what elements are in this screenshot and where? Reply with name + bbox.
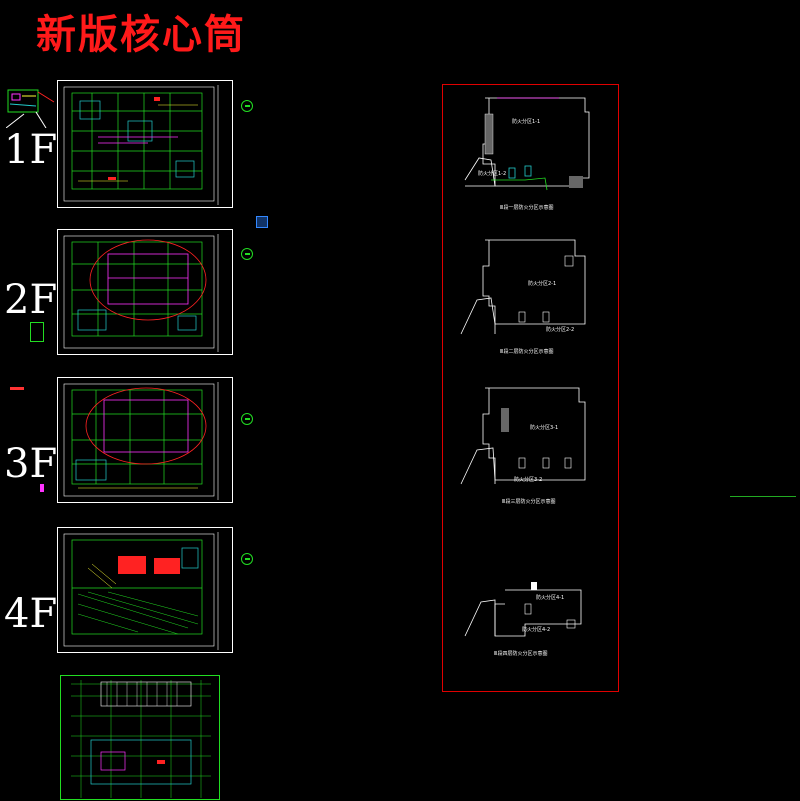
floor-label-1f: 1F <box>4 127 58 173</box>
floor-label-4f: 4F <box>4 591 58 637</box>
page-title: 新版核心筒 <box>36 11 246 58</box>
floor-plan-drawing-1f <box>63 85 219 205</box>
floor-plan-drawing-4f <box>63 532 219 650</box>
small-legend-2f <box>30 322 44 342</box>
site-plan-drawing <box>71 680 211 798</box>
fire-zone-diagram-frame <box>442 84 619 692</box>
key-plan-thumbnail[interactable] <box>6 88 56 128</box>
fire-zone-diagram-4f[interactable] <box>455 580 605 650</box>
zone-label-1f-1: 防火分区1-1 <box>512 119 541 125</box>
floor-label-2f: 2F <box>4 277 58 323</box>
fire-zone-diagram-1f[interactable] <box>455 94 605 204</box>
diagram-caption-1f: Ⅲ段一层防火分区示意图 <box>500 205 554 211</box>
floor-plan-sheet-1f[interactable] <box>57 80 233 208</box>
floor-plan-drawing-2f <box>63 234 219 352</box>
north-arrow-icon-4f <box>241 553 253 565</box>
north-arrow-icon-2f <box>241 248 253 260</box>
zone-label-4f-1: 防火分区4-1 <box>536 595 565 601</box>
zone-label-4f-2: 防火分区4-2 <box>522 627 551 633</box>
floor-plan-sheet-3f[interactable] <box>57 377 233 503</box>
small-mark-3f-magenta <box>40 484 44 492</box>
zone-label-1f-2: 防火分区1-2 <box>478 171 507 177</box>
fire-zone-diagram-3f[interactable] <box>455 384 605 494</box>
zone-label-2f-2: 防火分区2-2 <box>546 327 575 333</box>
north-arrow-icon-1f <box>241 100 253 112</box>
small-mark-3f <box>10 387 24 390</box>
zone-label-3f-1: 防火分区3-1 <box>530 425 559 431</box>
floor-plan-drawing-3f <box>63 382 219 500</box>
stray-green-line <box>730 496 796 497</box>
zone-label-3f-2: 防火分区3-2 <box>514 477 543 483</box>
site-plan-sheet[interactable] <box>60 675 220 800</box>
diagram-caption-3f: Ⅲ段三层防火分区示意图 <box>502 499 556 505</box>
diagram-caption-2f: Ⅲ段二层防火分区示意图 <box>500 349 554 355</box>
floor-plan-sheet-2f[interactable] <box>57 229 233 355</box>
diagram-caption-4f: Ⅲ段四层防火分区示意图 <box>494 651 548 657</box>
zone-label-2f-1: 防火分区2-1 <box>528 281 557 287</box>
floor-plan-sheet-4f[interactable] <box>57 527 233 653</box>
floor-label-3f: 3F <box>4 441 58 487</box>
fire-zone-diagram-2f[interactable] <box>455 236 605 346</box>
blue-marker <box>256 216 268 228</box>
north-arrow-icon-3f <box>241 413 253 425</box>
